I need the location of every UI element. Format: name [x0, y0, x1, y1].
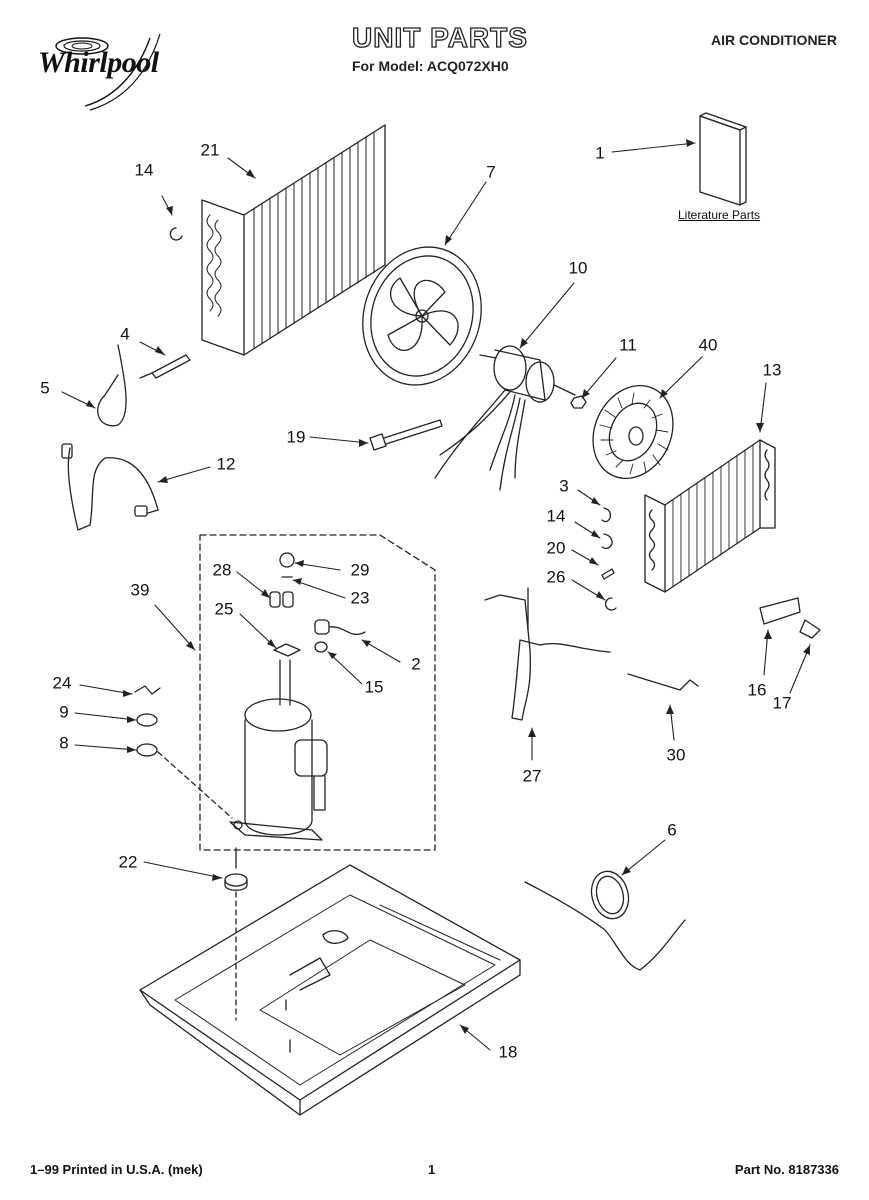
callout-27: 27	[522, 766, 542, 786]
callout-20: 20	[546, 538, 566, 558]
brand-logo: Whirlpool	[38, 46, 159, 79]
callout-14-lower: 14	[546, 506, 566, 526]
clip-20	[601, 568, 615, 580]
callout-6: 6	[667, 820, 677, 840]
callout-24: 24	[52, 673, 72, 693]
tube-fitting	[134, 505, 148, 517]
compressor-group-box	[199, 534, 436, 851]
literature-parts-label: Literature Parts	[678, 208, 761, 222]
part-number: Part No. 8187336	[734, 1162, 839, 1177]
callout-22: 22	[118, 852, 138, 872]
mount-28	[269, 591, 294, 608]
tube-fitting	[61, 443, 73, 459]
nut	[570, 395, 587, 409]
spacer-8	[136, 743, 158, 757]
callout-39: 39	[130, 580, 150, 600]
wire-harness-30	[627, 673, 699, 691]
condenser-coil	[201, 124, 386, 356]
suction-tube-5	[97, 344, 127, 427]
overload-2	[314, 619, 366, 635]
fan-blade	[362, 246, 482, 386]
callout-5: 5	[40, 378, 50, 398]
callout-15: 15	[364, 677, 384, 697]
callout-23: 23	[350, 588, 370, 608]
callout-1: 1	[595, 143, 605, 163]
clip-26	[604, 597, 617, 611]
evaporator-coil	[644, 439, 776, 593]
product-type: AIR CONDITIONER	[711, 32, 837, 48]
footer-print-info: 1–99 Printed in U.S.A. (mek)	[30, 1162, 203, 1177]
callout-28: 28	[212, 560, 232, 580]
tie-strap	[369, 419, 443, 451]
cap-tube	[139, 354, 191, 379]
blower-wheel	[592, 384, 674, 480]
callout-18: 18	[498, 1042, 518, 1062]
model-label: For Model: ACQ072XH0	[352, 58, 509, 74]
insulator-15	[314, 641, 328, 653]
discharge-tube-12	[67, 447, 159, 531]
callout-12: 12	[216, 454, 236, 474]
whirlpool-logo-swirl-icon	[55, 33, 161, 111]
clip-3	[601, 507, 612, 523]
bracket	[759, 597, 821, 639]
page-title: UNIT PARTS	[351, 21, 528, 53]
callout-40: 40	[698, 335, 718, 355]
callout-17: 17	[772, 693, 792, 713]
callout-9: 9	[59, 702, 69, 722]
grommet-29	[279, 552, 295, 568]
callout-19: 19	[286, 427, 306, 447]
fan-motor	[434, 345, 576, 491]
callout-11: 11	[619, 335, 637, 355]
callout-21: 21	[200, 140, 220, 160]
callout-2: 2	[411, 654, 421, 674]
clip-14-upper	[169, 227, 183, 241]
callout-10: 10	[568, 258, 588, 278]
callout-4: 4	[120, 324, 130, 344]
callout-3: 3	[559, 476, 569, 496]
clip-24	[134, 685, 161, 695]
callout-8: 8	[59, 733, 69, 753]
callout-26: 26	[546, 567, 566, 587]
tube-27	[484, 594, 611, 721]
terminal-plate-25	[273, 643, 301, 657]
callout-13: 13	[762, 360, 782, 380]
callout-7: 7	[486, 162, 496, 182]
isolator-22	[224, 847, 248, 891]
callout-30: 30	[666, 745, 686, 765]
leader-dashed	[157, 751, 233, 819]
callout-16: 16	[747, 680, 767, 700]
base-pan	[139, 864, 521, 1116]
callout-25: 25	[214, 599, 234, 619]
compressor	[229, 659, 328, 841]
page-number: 1	[428, 1162, 436, 1177]
callout-14-upper: 14	[134, 160, 154, 180]
clip-14-lower	[601, 533, 613, 550]
grommet-9	[136, 713, 158, 727]
callout-29: 29	[350, 560, 370, 580]
power-cord	[524, 870, 686, 971]
literature-booklet	[699, 112, 747, 206]
